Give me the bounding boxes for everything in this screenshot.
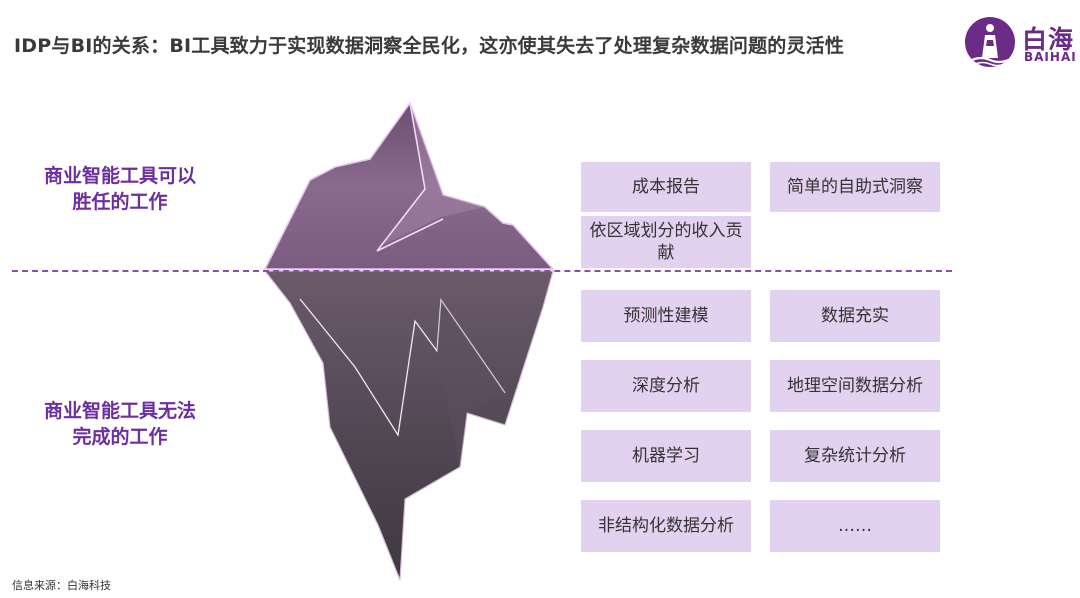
waterline-divider	[12, 270, 952, 272]
iceberg-tip	[263, 101, 555, 270]
label-can-do: 商业智能工具可以 胜任的工作	[10, 163, 230, 215]
logo-name-cn: 白海	[1022, 25, 1075, 54]
item-simple-self-service-insight: 简单的自助式洞察	[770, 162, 940, 212]
item-geospatial-analysis: 地理空间数据分析	[770, 360, 940, 412]
item-revenue-by-region: 依区域划分的收入贡献	[581, 216, 751, 268]
label-cannot-do-line-2: 完成的工作	[72, 426, 168, 448]
source-note: 信息来源：白海科技	[12, 579, 111, 592]
label-cannot-do-line-1: 商业智能工具无法	[43, 400, 196, 422]
item-machine-learning: 机器学习	[581, 430, 751, 482]
item-complex-statistics: 复杂统计分析	[770, 430, 940, 482]
logo-name-en: BAIHAI	[1024, 50, 1077, 64]
item-data-enrichment: 数据充实	[770, 290, 940, 342]
brand-logo: 白海 BAIHAI	[964, 16, 1077, 68]
label-cannot-do: 商业智能工具无法 完成的工作	[10, 398, 230, 450]
iceberg-submerged-edge	[299, 298, 506, 437]
item-predictive-modeling: 预测性建模	[581, 290, 751, 342]
item-unstructured-data-analysis: 非结构化数据分析	[581, 500, 751, 552]
page-title: IDP与BI的关系：BI工具致力于实现数据洞察全民化，这亦使其失去了处理复杂数据…	[14, 35, 845, 57]
item-deep-analysis: 深度分析	[581, 360, 751, 412]
label-can-do-line-2: 胜任的工作	[72, 191, 168, 213]
item-cost-report: 成本报告	[581, 162, 751, 212]
iceberg-submerged-facet	[437, 300, 505, 467]
iceberg-illustration	[263, 101, 555, 581]
lighthouse-logo-icon	[965, 17, 1015, 67]
iceberg-submerged	[263, 270, 554, 581]
label-can-do-line-1: 商业智能工具可以	[43, 165, 196, 187]
item-ellipsis: ……	[770, 500, 940, 552]
iceberg-tip-facet	[383, 103, 485, 245]
iceberg-tip-edge	[376, 102, 444, 252]
